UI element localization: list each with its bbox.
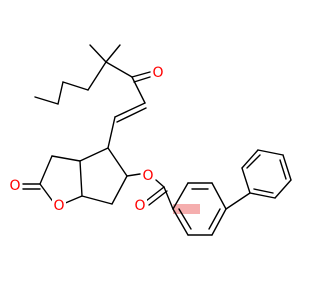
biaryl-bond xyxy=(225,192,251,210)
enone-side-chain-bonds xyxy=(34,44,151,149)
phenyl-ring-bonds xyxy=(241,149,292,199)
bicyclic-core-bonds xyxy=(22,147,128,205)
lactone-carbonyl-oxygen-label: O xyxy=(9,178,20,194)
ester-carbonyl-oxygen-label: O xyxy=(134,198,145,214)
benzoate-ring-bonds xyxy=(172,182,227,236)
aromatic-highlight xyxy=(173,204,200,214)
ring-oxygen-label: O xyxy=(53,198,64,214)
ketone-oxygen-label: O xyxy=(152,65,163,81)
molecule-structure-diagram: O O O O O xyxy=(8,44,292,236)
structure-canvas: O O O O O xyxy=(8,44,292,236)
ester-linkage-bonds xyxy=(126,173,174,210)
ester-oxygen-label: O xyxy=(142,168,153,184)
oxygen-labels: O O O O O xyxy=(8,65,165,214)
